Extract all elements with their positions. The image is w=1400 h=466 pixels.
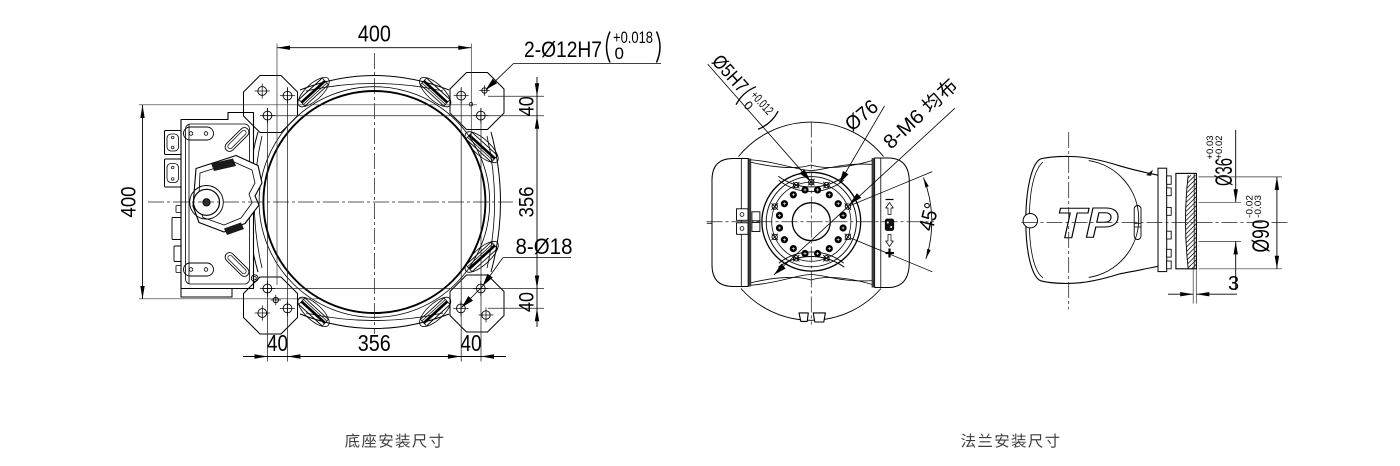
- svg-text:TP: TP: [1056, 200, 1118, 248]
- svg-text:40: 40: [516, 96, 539, 116]
- svg-text:Ø90: Ø90: [1248, 220, 1275, 253]
- svg-text:+0.03: +0.03: [1205, 136, 1215, 160]
- svg-text:-0.02: -0.02: [1245, 195, 1255, 218]
- svg-text:40: 40: [461, 330, 482, 356]
- svg-text:356: 356: [516, 187, 539, 218]
- svg-text:40: 40: [516, 292, 539, 312]
- svg-text:400: 400: [358, 21, 391, 47]
- svg-text:356: 356: [358, 330, 391, 356]
- svg-text:2-Ø12H7: 2-Ø12H7: [524, 37, 602, 62]
- svg-text:40: 40: [267, 330, 288, 356]
- svg-text:Ø36: Ø36: [1211, 158, 1238, 186]
- svg-text:0: 0: [615, 44, 624, 63]
- svg-text:400: 400: [118, 187, 141, 218]
- svg-text:+0.02: +0.02: [1214, 136, 1224, 160]
- svg-text:3: 3: [1228, 273, 1239, 295]
- svg-text:+0.018: +0.018: [613, 28, 653, 47]
- svg-text:-0.03: -0.03: [1253, 195, 1263, 218]
- svg-text:8-Ø18: 8-Ø18: [516, 234, 573, 259]
